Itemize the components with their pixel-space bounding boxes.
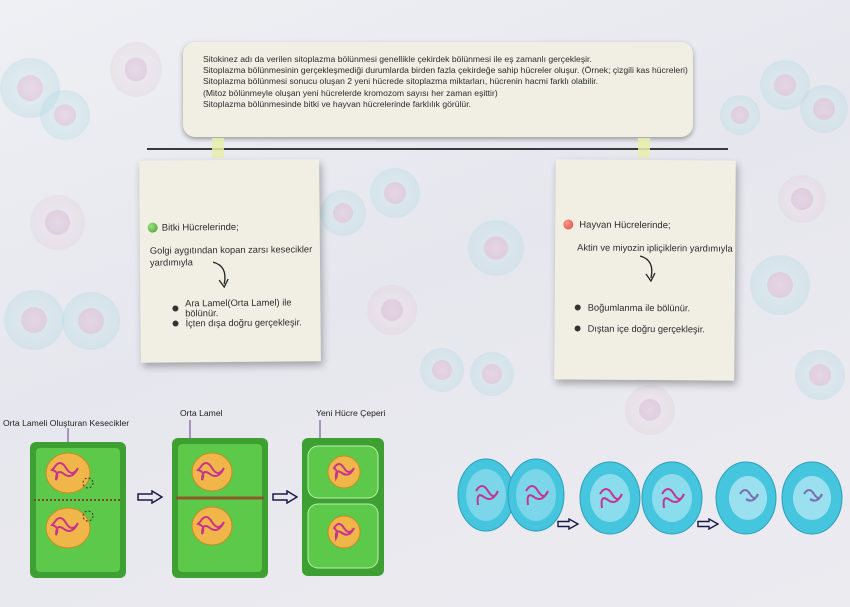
stage-arrow-icon — [137, 490, 163, 504]
animal-bullet-2: Dıştan içe doğru gerçekleşir. — [574, 324, 705, 334]
curved-arrow-icon — [212, 261, 229, 289]
info-line-4: (Mitoz bölünmeyle oluşan yeni hücrelerde… — [203, 87, 498, 98]
plant-bullet-1: Ara Lamel(Orta Lamel) ile bölünür. — [172, 297, 320, 318]
animal-card-description: Aktin ve miyozin ipliçiklerin yardımıyla — [577, 242, 733, 254]
plant-cell-stage-1 — [30, 428, 126, 578]
bullet-dot-icon — [574, 325, 581, 332]
tape-left — [212, 138, 224, 158]
green-bullet-icon — [147, 222, 158, 233]
bullet-dot-icon — [172, 305, 179, 312]
label-middle-lamella: Orta Lamel — [180, 408, 223, 418]
animal-cell-stage-2 — [579, 461, 703, 535]
info-line-2: Sitoplazma bölünmesinin gerçekleşmediği … — [203, 65, 688, 76]
bullet-dot-icon — [172, 320, 179, 327]
divider-line — [147, 148, 728, 150]
plant-bullet-2: İçten dışa doğru gerçekleşir. — [172, 317, 302, 328]
info-line-1: Sitokinez adı da verilen sitoplazma bölü… — [203, 54, 592, 64]
label-vesicles: Orta Lameli Oluşturan Kesecikler — [3, 418, 130, 428]
animal-bullet-1: Boğumlanma ile bölünür. — [574, 303, 690, 313]
info-line-5: Sitoplazma bölünmesinde bitki ve hayvan … — [203, 98, 471, 109]
info-line-3: Sitoplazma bölünmesi sonucu oluşan 2 yen… — [203, 76, 599, 87]
animal-cell-stage-3 — [715, 461, 843, 535]
animal-card-title: Hayvan Hücrelerinde; — [579, 219, 671, 232]
stage-arrow-icon — [557, 518, 579, 530]
stage-arrow-icon — [272, 490, 298, 504]
animal-cell-card: Hayvan Hücrelerinde; Aktin ve miyozin ip… — [554, 159, 736, 381]
stage-arrow-icon — [697, 518, 719, 530]
info-note: Sitokinez adı da verilen sitoplazma bölü… — [183, 42, 693, 137]
plant-cell-card: Bitki Hücrelerinde; Golgi aygıtından kop… — [139, 159, 321, 363]
plant-card-title: Bitki Hücrelerinde; — [161, 221, 239, 234]
curved-arrow-icon — [639, 255, 656, 283]
plant-cell-stage-2 — [172, 420, 268, 578]
red-bullet-icon — [563, 219, 574, 230]
bullet-dot-icon — [574, 304, 581, 311]
animal-cell-stage-1 — [457, 458, 565, 532]
label-new-cell-wall: Yeni Hücre Çeperi — [316, 408, 386, 418]
plant-cell-stage-3 — [302, 420, 384, 576]
tape-right — [638, 138, 650, 158]
